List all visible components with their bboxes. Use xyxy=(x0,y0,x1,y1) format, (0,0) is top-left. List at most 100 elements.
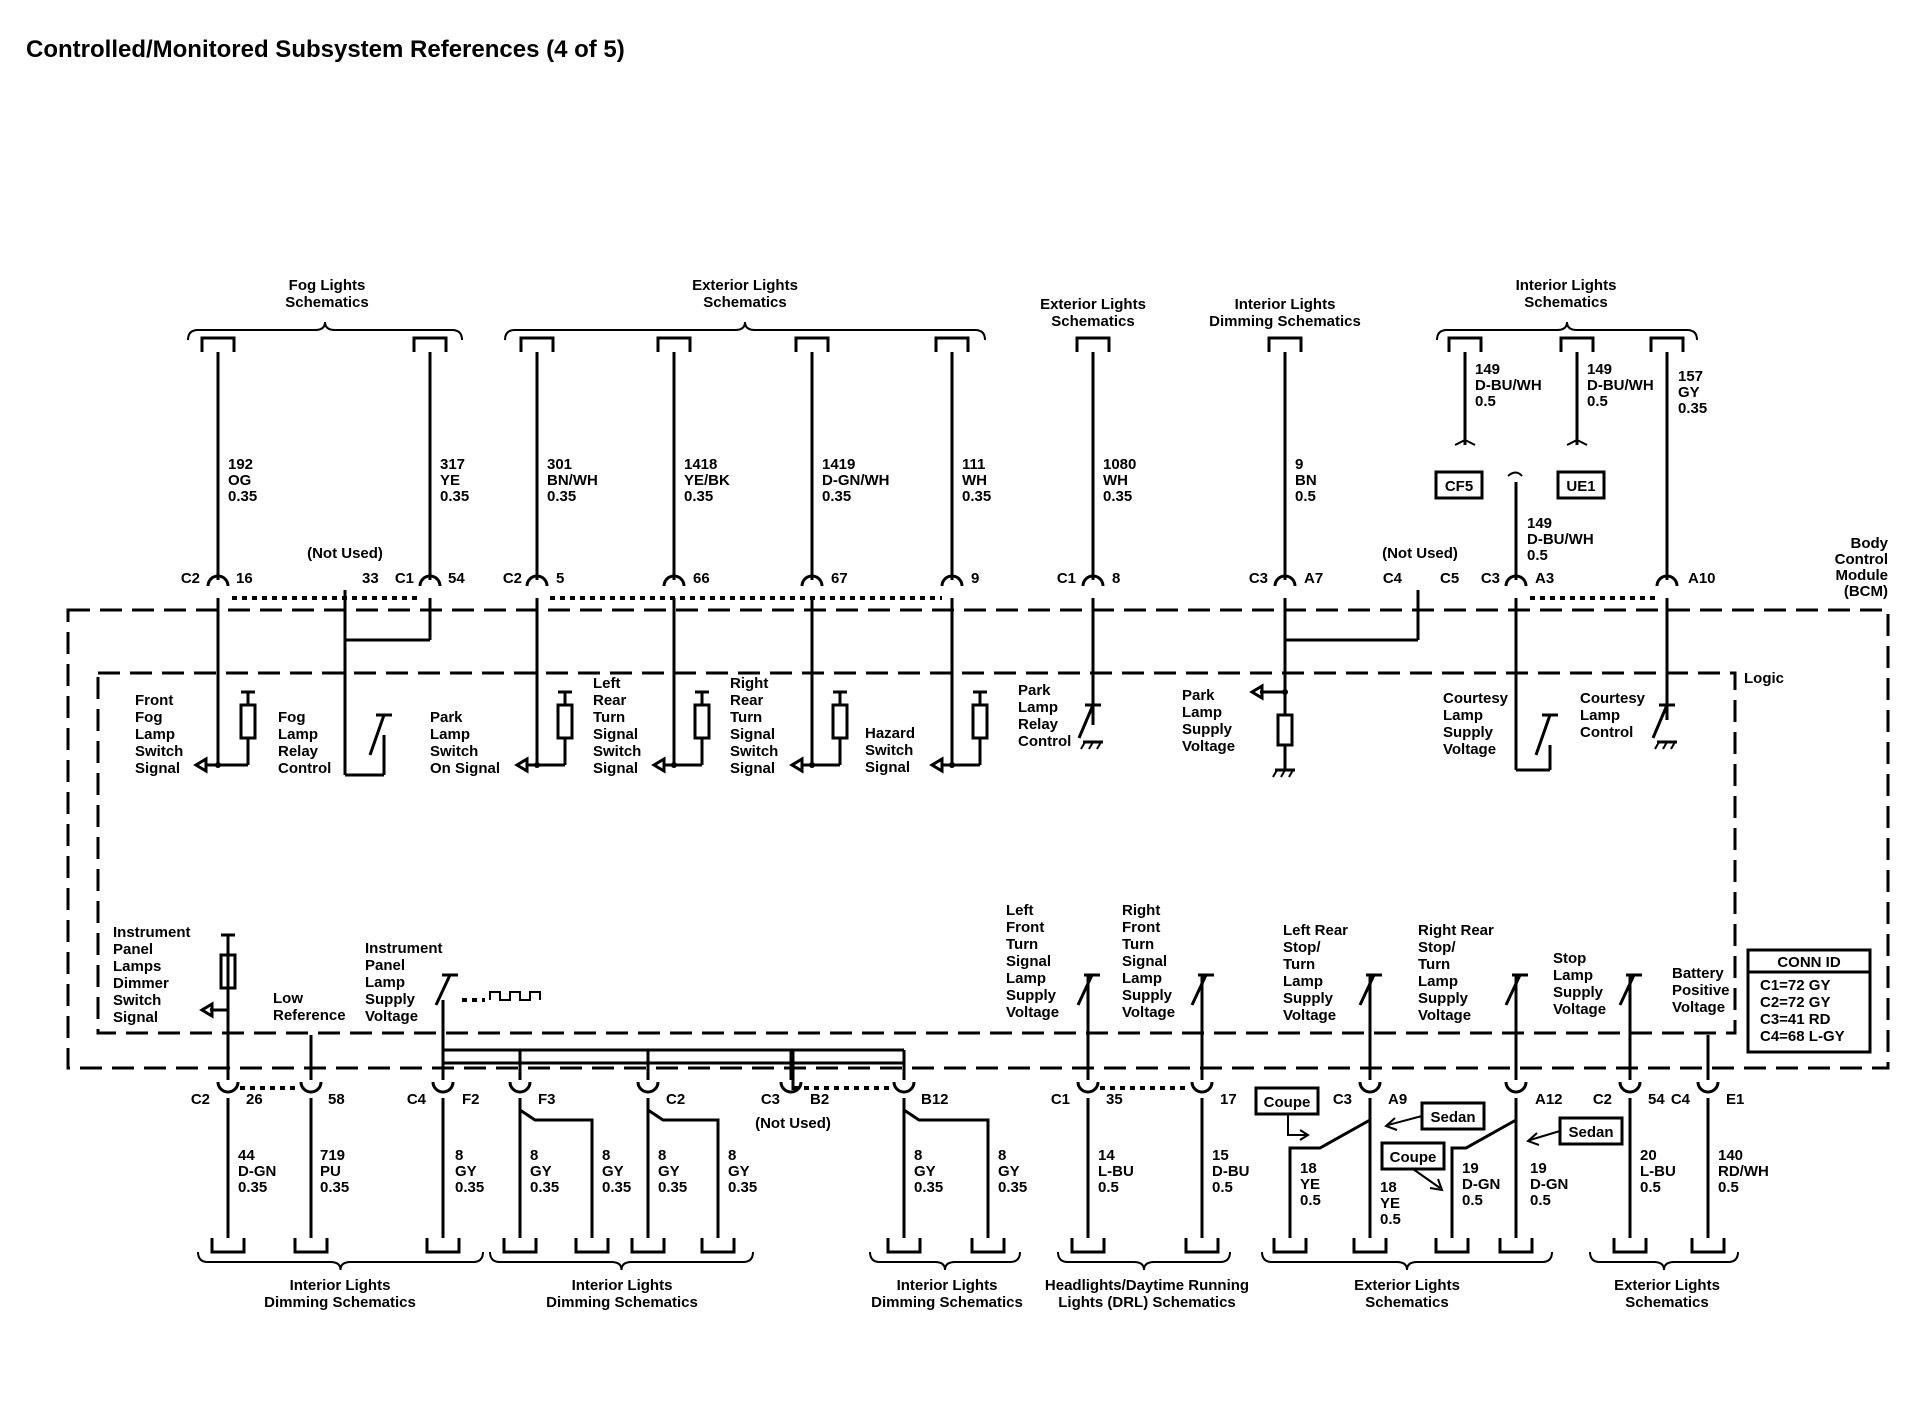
connector-id: C2 xyxy=(1593,1091,1612,1108)
splice-ue1 xyxy=(1556,470,1606,500)
connector-id: C2 xyxy=(503,570,522,587)
arrow xyxy=(929,756,944,774)
wire-label: 0.5 xyxy=(1462,1192,1483,1209)
signal-label: Supply xyxy=(1418,990,1469,1007)
pin-arc xyxy=(525,574,549,587)
signal-label: Signal xyxy=(593,760,638,777)
group-bracket xyxy=(1057,1251,1231,1271)
wire xyxy=(647,1108,720,1238)
module-name: (BCM) xyxy=(1844,583,1888,600)
wire-label: 192 xyxy=(228,456,253,473)
signal-label: Front xyxy=(1006,919,1044,936)
pin-arc xyxy=(1504,574,1528,587)
signal-label: Voltage xyxy=(365,1008,418,1025)
arrow xyxy=(193,756,208,774)
ground xyxy=(1080,741,1086,750)
signal-label: Supply xyxy=(365,991,416,1008)
wire-label: GY xyxy=(914,1163,936,1180)
wire-label: 0.5 xyxy=(1098,1179,1119,1196)
wire-label: 8 xyxy=(914,1147,922,1164)
arrow xyxy=(789,756,804,774)
pin-number: 58 xyxy=(328,1091,345,1108)
signal-label: Turn xyxy=(1418,956,1450,973)
pin-arc xyxy=(636,1081,660,1094)
signal-label: Lamp xyxy=(1580,707,1620,724)
resistor xyxy=(971,703,989,740)
group-label: Interior Lights xyxy=(290,1277,391,1294)
pin-arc xyxy=(1081,574,1105,587)
signal-label: Supply xyxy=(1443,724,1494,741)
ground xyxy=(1280,769,1286,778)
harness-connector xyxy=(210,1238,246,1254)
option-arrow xyxy=(1387,1115,1423,1126)
not-used-label: (Not Used) xyxy=(1382,545,1458,562)
wire-label: 8 xyxy=(455,1147,463,1164)
pin-arc xyxy=(1273,574,1297,587)
wire-label: WH xyxy=(1103,472,1128,489)
pin-number: B12 xyxy=(921,1091,949,1108)
wire-label: YE xyxy=(1380,1195,1400,1212)
module-name: Module xyxy=(1836,567,1889,584)
connector-id: C2 xyxy=(191,1091,210,1108)
wire-label: 0.5 xyxy=(1640,1179,1661,1196)
group-label: Schematics xyxy=(1051,313,1134,330)
signal-label: Lamp xyxy=(1182,704,1222,721)
switch-blade xyxy=(1076,974,1094,1006)
wire-label: YE xyxy=(440,472,460,489)
wire-label: 8 xyxy=(530,1147,538,1164)
conn-id-item: C2=72 GY xyxy=(1760,994,1830,1011)
not-used-label: (Not Used) xyxy=(755,1115,831,1132)
group-label: Schematics xyxy=(1524,294,1607,311)
signal-label: Turn xyxy=(730,709,762,726)
harness-connector xyxy=(425,1238,461,1254)
resistor xyxy=(831,703,849,740)
signal-label: Supply xyxy=(1553,984,1604,1001)
pin-number: A7 xyxy=(1304,570,1323,587)
signal-label: Voltage xyxy=(1283,1007,1336,1024)
junction xyxy=(809,762,815,768)
wire-label: 0.35 xyxy=(658,1179,687,1196)
wire-label: 18 xyxy=(1300,1160,1317,1177)
wire-label: BN/WH xyxy=(547,472,598,489)
connector-id: C3 xyxy=(1333,1091,1352,1108)
wire-label: 0.5 xyxy=(1587,393,1608,410)
wire-label: 0.5 xyxy=(1380,1211,1401,1228)
harness-connector xyxy=(1447,336,1483,352)
switch-blade xyxy=(1077,704,1095,739)
wire-label: 0.35 xyxy=(728,1179,757,1196)
signal-label: Lamp xyxy=(1418,973,1458,990)
group-label: Dimming Schematics xyxy=(871,1294,1023,1311)
signal-label: Signal xyxy=(135,760,180,777)
page-title: Controlled/Monitored Subsystem Reference… xyxy=(26,36,625,63)
signal-label: Relay xyxy=(1018,716,1059,733)
pin-arc xyxy=(508,1081,532,1094)
wire-label: 14 xyxy=(1098,1147,1115,1164)
signal-label: Turn xyxy=(1122,936,1154,953)
junction xyxy=(671,762,677,768)
wire-label: PU xyxy=(320,1163,341,1180)
logic-boundary xyxy=(96,671,1737,1035)
harness-connector xyxy=(412,336,448,352)
signal-label: Switch xyxy=(730,743,778,760)
signal-label: Signal xyxy=(730,726,775,743)
signal-label: Rear xyxy=(730,692,764,709)
harness-connector xyxy=(934,336,970,352)
signal-label: Dimmer xyxy=(113,975,169,992)
group-label: Exterior Lights xyxy=(1040,296,1146,313)
splice-ue1: UE1 xyxy=(1566,478,1595,495)
harness-connector xyxy=(1352,1238,1388,1254)
resistor xyxy=(1276,713,1294,747)
wire-label: 0.35 xyxy=(914,1179,943,1196)
harness-connector xyxy=(1272,1238,1308,1254)
signal-label: Hazard xyxy=(865,725,915,742)
group-bracket xyxy=(1436,321,1698,341)
connector-id: C3 xyxy=(1481,570,1500,587)
pin-number: A10 xyxy=(1688,570,1716,587)
signal-label: Lamp xyxy=(1443,707,1483,724)
group-label: Fog Lights xyxy=(289,277,366,294)
signal-label: Lamp xyxy=(365,974,405,991)
junction xyxy=(534,762,540,768)
harness-connector xyxy=(502,1238,538,1254)
logic-label: Logic xyxy=(1744,670,1784,687)
signal-label: Courtesy xyxy=(1580,690,1646,707)
